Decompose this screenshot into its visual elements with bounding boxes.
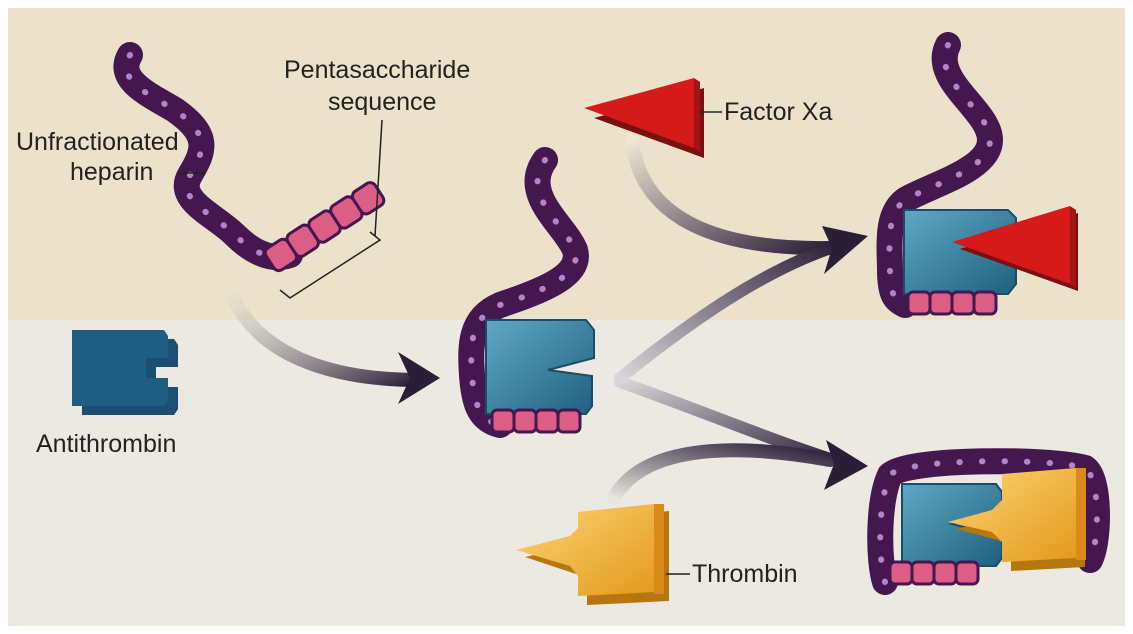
unfractionated-label-line2: heparin xyxy=(70,158,153,186)
factor-xa-label: Factor Xa xyxy=(724,98,832,126)
unfractionated-label-line1: Unfractionated xyxy=(16,128,179,156)
pentasaccharide-label-line1: Pentasaccharide xyxy=(284,56,470,84)
pentasaccharide-label-line2: sequence xyxy=(328,88,436,116)
thrombin-label: Thrombin xyxy=(692,560,798,588)
antithrombin-label: Antithrombin xyxy=(36,430,176,458)
